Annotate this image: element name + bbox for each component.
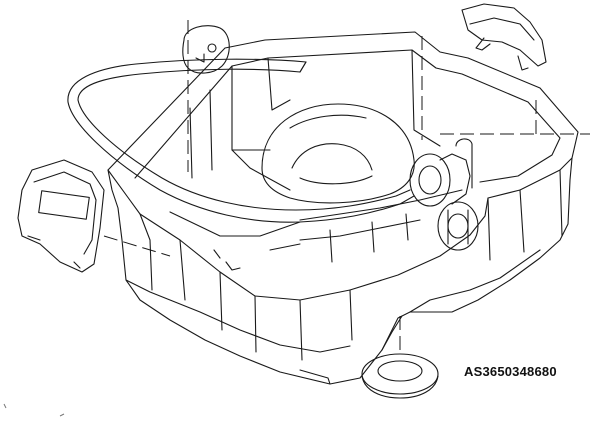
upper-right-bracket: [461, 3, 547, 71]
carry-handle: [67, 58, 415, 223]
inner-compartment: [169, 49, 463, 263]
assembly-line-left-panel: [103, 235, 171, 257]
part-number-label: AS3650348680: [464, 364, 557, 379]
upper-clip-disc: [182, 25, 230, 74]
washer-ring: [361, 353, 439, 399]
left-side-panel: [17, 159, 105, 273]
stray-marks: [3, 403, 65, 417]
handle-hinge-right: [409, 138, 473, 207]
latch-boss-right: [437, 201, 479, 251]
assembly-lines: [103, 20, 590, 356]
motor-dome: [261, 103, 415, 204]
housing-body: [107, 31, 579, 385]
